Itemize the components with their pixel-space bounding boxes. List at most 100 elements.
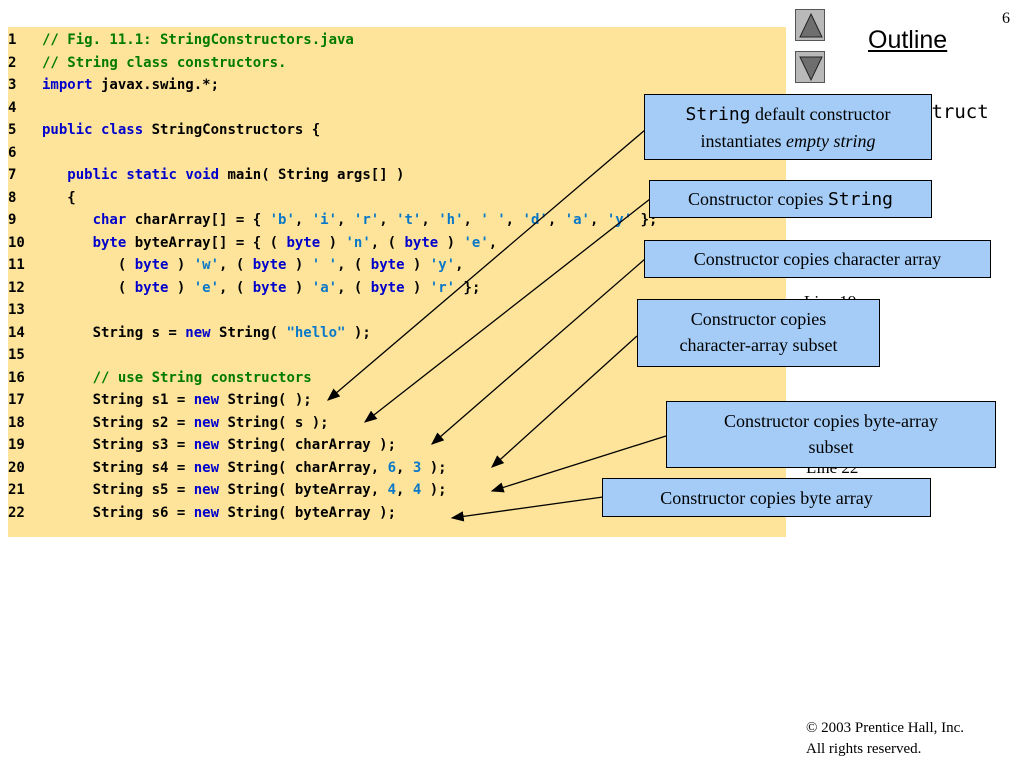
code-token: ( <box>42 279 135 296</box>
code-token: // Fig. 11.1: StringConstructors.java <box>42 32 354 48</box>
code-text: public static void main( String args[] ) <box>42 164 404 186</box>
code-token: // use String constructors <box>92 369 312 386</box>
code-text: // use String constructors <box>42 367 312 389</box>
code-token: byte <box>252 257 287 273</box>
code-token: 'y' <box>606 212 633 228</box>
code-text: byte byteArray[] = { ( byte ) 'n', ( byt… <box>42 232 498 254</box>
code-token: 'w' <box>193 257 220 273</box>
code-token: String s4 = <box>42 459 194 476</box>
code-text: public class StringConstructors { <box>42 119 320 141</box>
callout-default-constructor: String default constructor instantiates … <box>644 94 932 160</box>
callout-mono-text: String <box>827 189 893 210</box>
code-token: new <box>193 414 220 431</box>
code-token: String s3 = <box>42 437 194 453</box>
code-token: , <box>463 212 481 228</box>
line-number: 8 <box>8 189 17 206</box>
line-number: 19 <box>8 437 25 453</box>
code-token: byte <box>370 279 405 296</box>
code-token: ) <box>404 279 430 296</box>
callout-copy-byte-array: Constructor copies byte array <box>602 478 931 517</box>
code-token: new <box>193 437 220 453</box>
code-token: String s6 = <box>42 504 194 521</box>
callout-text: Constructor copies <box>687 189 828 209</box>
code-token: 'h' <box>438 212 464 228</box>
code-token: , <box>337 212 354 228</box>
line-number: 6 <box>8 144 17 161</box>
code-token: String( byteArray, <box>219 482 388 498</box>
callout-copy-byte-subset: Constructor copies byte-array subset <box>666 401 996 468</box>
code-token: new <box>193 482 220 498</box>
code-token: 'd' <box>522 212 548 228</box>
code-token: javax.swing.*; <box>92 77 220 93</box>
code-token: byte <box>92 234 127 251</box>
code-token: byteArray[] = { ( <box>126 234 287 251</box>
line-number: 10 <box>8 234 25 251</box>
line-number: 7 <box>8 167 17 183</box>
callout-text: Constructor copies character array <box>693 249 942 269</box>
outline-link[interactable]: Outline <box>868 26 948 54</box>
code-token: new <box>185 324 211 341</box>
code-token: charArray[] = { <box>126 212 270 228</box>
code-token: void <box>185 167 220 183</box>
callout-copy-string: Constructor copies String <box>649 180 932 218</box>
code-token: ); <box>421 482 447 498</box>
code-token: String( charArray, <box>219 459 388 476</box>
code-token: import <box>42 77 93 93</box>
code-token: String( <box>210 324 287 341</box>
line-number: 21 <box>8 482 25 498</box>
code-token: new <box>193 392 220 408</box>
callout-text: character-array subset <box>679 335 838 355</box>
code-token: String( byteArray ); <box>219 504 397 521</box>
code-token: ) <box>286 279 312 296</box>
code-token: ) <box>168 257 194 273</box>
code-text: String s6 = new String( byteArray ); <box>42 502 396 524</box>
code-token: byte <box>286 234 321 251</box>
code-token: public <box>67 167 118 183</box>
code-token: 'a' <box>564 212 590 228</box>
line-number: 9 <box>8 212 17 228</box>
code-token: 6 <box>387 459 397 476</box>
line-number: 3 <box>8 77 17 93</box>
code-token: , <box>589 212 607 228</box>
callout-text: instantiates <box>700 131 786 151</box>
line-number: 4 <box>8 99 17 116</box>
arrow-to-line-17 <box>327 129 646 401</box>
rights-text: All rights reserved. <box>806 741 922 757</box>
line-number: 22 <box>8 504 25 521</box>
code-token: String s2 = <box>42 414 194 431</box>
code-token: class <box>101 122 144 138</box>
code-token: ); <box>345 324 371 341</box>
callout-text: subset <box>808 437 854 457</box>
code-token: byte <box>252 279 287 296</box>
code-token: // String class constructors. <box>42 54 287 71</box>
code-token: ' ' <box>480 212 506 228</box>
line-number: 14 <box>8 324 25 341</box>
code-text: import javax.swing.*; <box>42 74 219 96</box>
code-token: ) <box>320 234 346 251</box>
code-token: , <box>379 212 397 228</box>
code-token: , ( <box>337 257 371 273</box>
previous-slide-button[interactable] <box>795 9 825 41</box>
code-token: { <box>42 189 76 206</box>
code-token: ) <box>438 234 464 251</box>
code-token: main( String args[] ) <box>219 167 405 183</box>
line-number: 16 <box>8 369 25 386</box>
code-token: String s1 = <box>42 392 194 408</box>
code-token: byte <box>134 279 169 296</box>
copyright-text: © 2003 Prentice Hall, Inc. <box>806 720 965 736</box>
code-token: , ( <box>219 279 253 296</box>
code-token: 'r' <box>429 279 456 296</box>
line-number: 13 <box>8 302 25 318</box>
code-text: String s1 = new String( ); <box>42 389 312 411</box>
code-token: , <box>396 482 413 498</box>
code-text: String s2 = new String( s ); <box>42 412 329 434</box>
code-token: , <box>294 212 312 228</box>
arrow-to-line-21 <box>490 435 667 493</box>
callout-italic-text: empty string <box>785 131 876 151</box>
code-token: String( s ); <box>219 414 329 431</box>
line-number: 1 <box>8 32 17 48</box>
code-token: 'n' <box>345 234 371 251</box>
code-text: String s3 = new String( charArray ); <box>42 434 396 456</box>
next-slide-button[interactable] <box>795 51 825 83</box>
code-token: , <box>455 257 464 273</box>
